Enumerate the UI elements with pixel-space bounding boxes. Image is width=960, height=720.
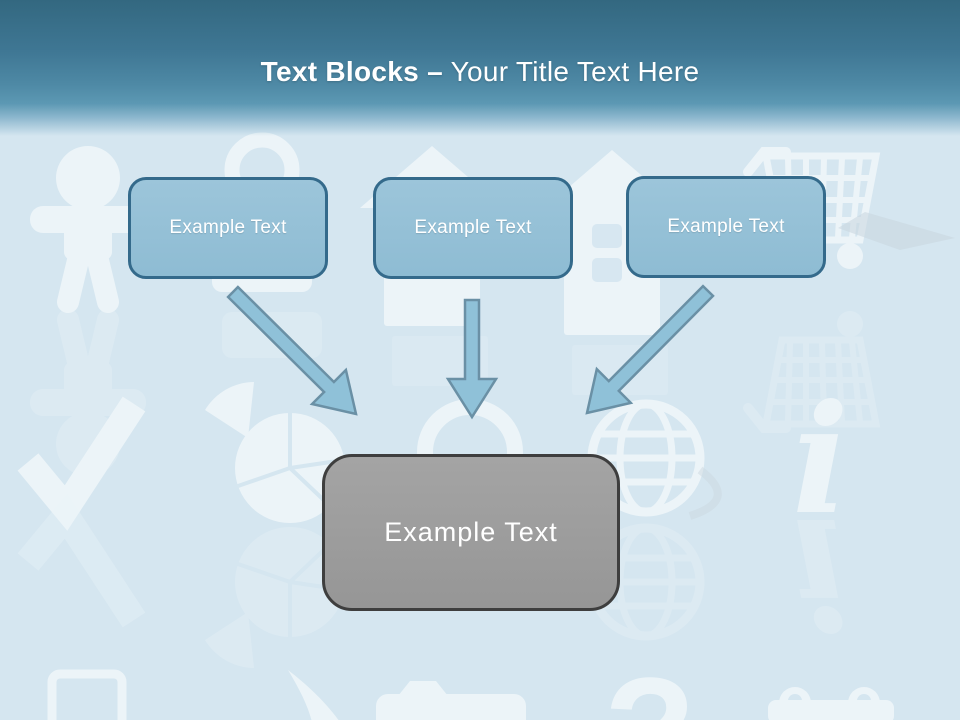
text-block-2: Example Text <box>373 177 573 279</box>
laptop-icon <box>47 669 127 720</box>
title-bold-segment: Text Blocks – <box>260 56 443 87</box>
text-block-3: Example Text <box>626 176 826 278</box>
text-block-2-label: Example Text <box>414 217 532 238</box>
pen-icon <box>288 670 339 720</box>
svg-text:?: ? <box>604 646 696 720</box>
target-text-block: Example Text <box>322 454 620 611</box>
camera-icon <box>376 681 526 720</box>
slide-title: Text Blocks – Your Title Text Here <box>0 56 960 88</box>
header-gradient-band <box>0 0 960 136</box>
calendar-icon <box>768 687 894 720</box>
title-regular-segment: Your Title Text Here <box>450 56 700 87</box>
info-icon: i <box>792 372 849 660</box>
text-block-1: Example Text <box>128 177 328 279</box>
checkmark-icon <box>28 396 134 620</box>
person-icon <box>30 146 146 476</box>
text-block-1-label: Example Text <box>169 217 287 238</box>
question-mark-icon: ? <box>604 646 696 720</box>
text-block-3-label: Example Text <box>667 216 785 237</box>
target-text-block-label: Example Text <box>384 517 558 547</box>
